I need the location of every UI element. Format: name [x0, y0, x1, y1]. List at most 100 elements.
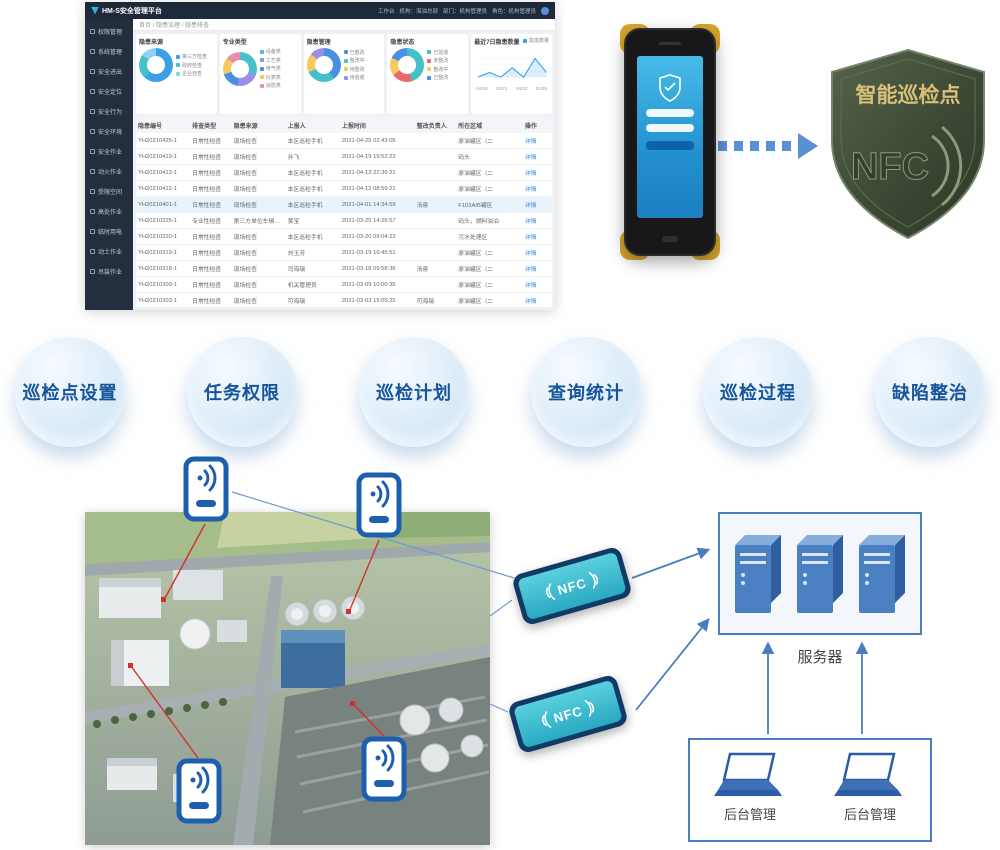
cell-type: 日常性检查 [190, 292, 232, 307]
table-header-cell: 所在区域 [456, 117, 523, 133]
sidebar-item-label: 系统管理 [98, 49, 123, 56]
cell-type: 日常性检查 [190, 148, 232, 165]
legend-item: 待整改 [343, 66, 365, 73]
chart-title: 隐患来源 [139, 40, 164, 46]
sidebar-item[interactable]: 安全作业 [85, 141, 133, 161]
feature-bubble: 巡检点设置 [15, 337, 125, 447]
cell-reporter: 黄宝 [285, 212, 340, 229]
cell-id: YH20210319-1 [136, 244, 191, 261]
server-cluster-box [718, 512, 922, 635]
cell-area: 原油罐区（二 [456, 292, 523, 307]
sidebar-item-label: 安全进出 [98, 69, 123, 76]
workbench-link[interactable]: 工作台 [377, 8, 395, 15]
cell-id: YH20210412-1 [136, 180, 191, 197]
sidebar-item[interactable]: 受限空间 [85, 181, 133, 201]
cell-id: YH20210303-1 [136, 292, 191, 307]
charts-row: 隐患来源 第三方检查 政府检查 企业自查 [133, 31, 555, 117]
detail-link[interactable]: 详情 [522, 196, 552, 213]
menu-item-icon [90, 88, 95, 94]
cell-assignee [414, 148, 457, 165]
chart-title: 专业类型 [222, 40, 247, 46]
sidebar-item[interactable]: 权限管理 [85, 21, 133, 41]
detail-link[interactable]: 详情 [522, 244, 552, 261]
detail-link[interactable]: 详情 [522, 180, 552, 197]
sidebar-item-label: 高处作业 [98, 209, 123, 216]
feature-label: 巡检点设置 [22, 383, 118, 403]
user-avatar[interactable] [541, 6, 549, 15]
cell-assignee [414, 244, 457, 261]
cell-reporter: 司海瑞 [285, 260, 340, 277]
cell-source: 现场检查 [231, 164, 286, 181]
detail-link[interactable]: 详情 [522, 260, 552, 277]
cell-id: YH20210309-1 [136, 276, 191, 293]
org-label: 机构：海油总部 [399, 8, 438, 15]
table-header-cell: 上报人 [285, 117, 340, 133]
chart-legend: 第三方检查 政府检查 企业自查 [176, 53, 207, 77]
detail-link[interactable]: 详情 [522, 133, 552, 149]
cell-time: 2021-03-20 09:04:22 [339, 228, 415, 245]
menu-item-icon [90, 168, 95, 174]
feature-bubble: 巡检过程 [703, 337, 813, 447]
cell-reporter: 本区巡检手机 [285, 228, 340, 245]
legend-item: 整改中 [343, 57, 365, 64]
sidebar-item[interactable]: 高处作业 [85, 201, 133, 221]
cell-type: 日常性检查 [190, 228, 232, 245]
dept-label: 部门：机构管理员 [442, 8, 487, 15]
menu-item-icon [90, 28, 95, 34]
detail-link[interactable]: 详情 [522, 276, 552, 293]
sidebar-item-label: 动火作业 [98, 169, 123, 176]
legend-dot-icon [259, 49, 264, 54]
detail-link[interactable]: 详情 [522, 228, 552, 245]
backoffice-label: 后台管理 [723, 807, 776, 822]
cell-time: 2021-04-25 02:43:05 [339, 133, 415, 149]
sidebar-item[interactable]: 安全定位 [85, 81, 133, 101]
sidebar-item[interactable]: 系统管理 [85, 41, 133, 61]
cell-time: 2021-04-12 08:59:21 [339, 180, 415, 197]
nfc-phone-icon [183, 456, 229, 522]
legend-item: 设备类 [259, 48, 281, 55]
nfc-reader-device: NFC [507, 673, 629, 755]
cell-id: YH20210320-1 [136, 228, 191, 245]
nfc-phone-icon [361, 736, 407, 802]
role-label: 角色：机构管理员 [491, 8, 536, 15]
table-header-cell: 上报时间 [339, 117, 415, 133]
table-header-row: 隐患编号排查类型隐患来源上报人上报时间整改负责人所在区域操作 [136, 117, 552, 133]
menu-item-icon [90, 248, 95, 254]
feature-bubble: 查询统计 [531, 337, 641, 447]
backoffice-box: 后台管理 后台管理 [688, 738, 932, 842]
detail-link[interactable]: 详情 [522, 164, 552, 181]
cell-source: 现场检查 [231, 133, 286, 149]
sidebar-item-label: 安全定位 [98, 89, 123, 96]
sidebar-item[interactable]: 吊装作业 [85, 261, 133, 281]
login-button [646, 141, 694, 150]
logo-icon [91, 6, 99, 15]
sidebar-item[interactable]: 安全进出 [85, 61, 133, 81]
legend-item: 工艺类 [259, 57, 281, 64]
feature-label: 缺陷整治 [892, 383, 968, 403]
cell-reporter: 本区巡检手机 [285, 196, 340, 213]
chart-panel-status: 隐患状态 已验收 未整改 整改中 已整改 [387, 34, 469, 114]
detail-link[interactable]: 详情 [522, 148, 552, 165]
cell-time: 2021-03-03 15:05:25 [339, 292, 415, 307]
cell-source: 现场检查 [231, 244, 286, 261]
detail-link[interactable]: 详情 [522, 292, 552, 307]
cell-time: 2021-03-19 16:45:51 [339, 244, 415, 261]
sidebar-item[interactable]: 安全行为 [85, 101, 133, 121]
cell-assignee [414, 164, 457, 181]
menu-item-icon [90, 148, 95, 154]
sidebar-item[interactable]: 安全环境 [85, 121, 133, 141]
cell-id: YH20210325-1 [136, 212, 191, 229]
laptop-icon [714, 752, 782, 796]
legend-dot-icon [427, 50, 432, 55]
menu-item-icon [90, 208, 95, 214]
detail-link[interactable]: 详情 [522, 212, 552, 229]
legend-item: 已整改 [427, 74, 448, 81]
donut-chart [139, 48, 173, 82]
breadcrumb[interactable]: 首页 / 隐患治理 / 隐患排查 [133, 19, 555, 31]
sidebar-item[interactable]: 动火作业 [85, 161, 133, 181]
legend-dot-icon [176, 71, 180, 76]
sidebar-item[interactable]: 动土作业 [85, 241, 133, 261]
sidebar-item[interactable]: 临时用电 [85, 221, 133, 241]
legend-item: 待验收 [343, 74, 365, 81]
